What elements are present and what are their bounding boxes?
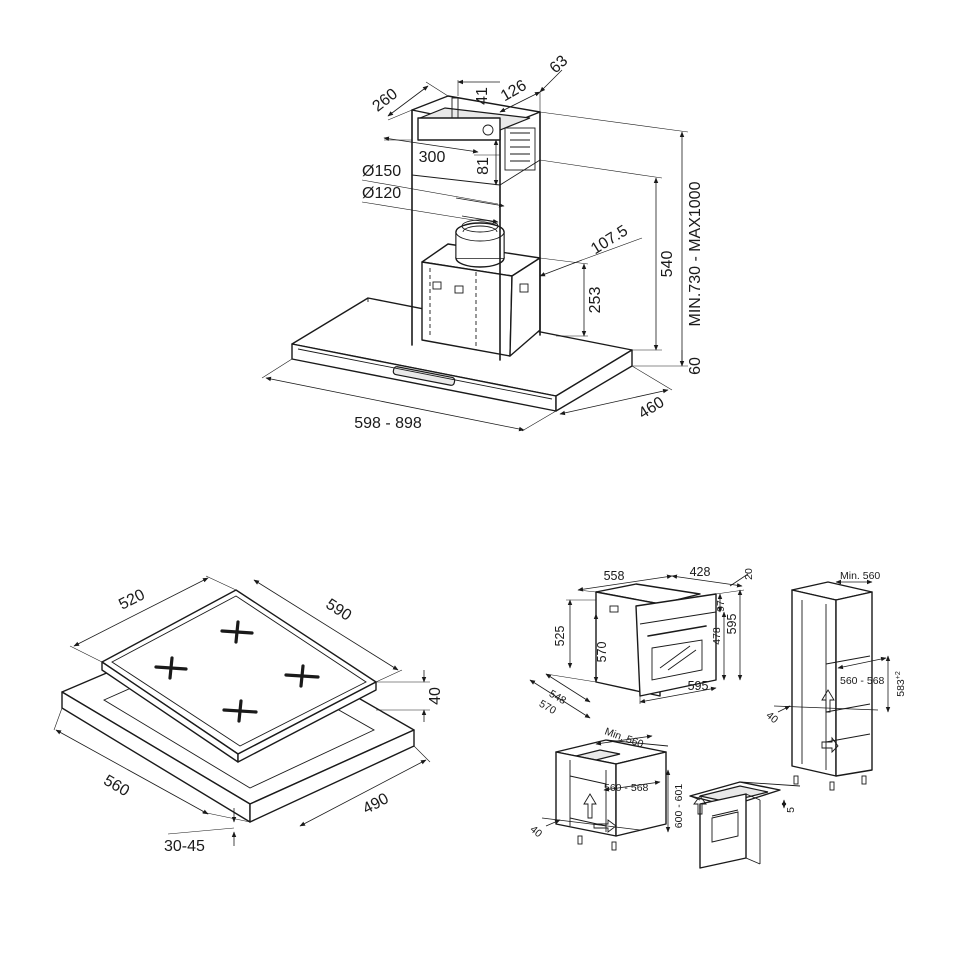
hood-motor-housing <box>421 219 541 357</box>
dim-126: 126 <box>498 77 530 105</box>
dim-40: 40 <box>427 687 444 705</box>
oven-front <box>635 593 717 697</box>
dim-97: 97 <box>715 600 727 612</box>
dim-d150: Ø150 <box>362 163 401 180</box>
dim-107-5: 107.5 <box>588 222 631 258</box>
column-dimensions: Min. 560 560 - 568 583+2 40 <box>764 570 907 726</box>
dim-d120: Ø120 <box>362 185 401 202</box>
dim-560-568-undercounter: 560 - 568 <box>604 782 649 794</box>
dim-490: 490 <box>360 790 392 818</box>
dim-560: 560 <box>100 772 132 800</box>
dim-5: 5 <box>785 807 797 813</box>
dim-560-568-column: 560 - 568 <box>840 675 885 687</box>
dim-300: 300 <box>419 149 446 166</box>
dim-525: 525 <box>553 626 567 647</box>
dim-590: 590 <box>323 596 355 625</box>
dim-600-601: 600 - 601 <box>673 784 685 829</box>
dim-260: 260 <box>369 85 401 115</box>
dim-63: 63 <box>547 52 572 77</box>
column-airflow-arrow-side <box>821 736 839 754</box>
hob-install-dimensions: 5 <box>781 799 797 813</box>
hob-burner-left <box>154 656 188 680</box>
undercounter-cabinet-drawing: Min. 560 560 - 568 600 - 601 40 <box>528 726 685 851</box>
dim-583-column: 583+2 <box>895 671 907 697</box>
dim-520: 520 <box>116 586 148 613</box>
dim-60: 60 <box>687 357 704 375</box>
hob-burner-bottom <box>222 699 258 723</box>
oven-handle <box>647 625 707 637</box>
dim-595-h: 595 <box>688 679 709 693</box>
dim-558: 558 <box>604 569 625 583</box>
column-airflow-arrow-up <box>821 689 835 713</box>
dim-30-45: 30-45 <box>164 838 205 855</box>
dim-81: 81 <box>475 157 492 175</box>
dim-253: 253 <box>587 287 604 314</box>
dim-598-898: 598 - 898 <box>354 415 422 432</box>
dim-40-undercounter: 40 <box>528 823 545 840</box>
dim-460: 460 <box>636 394 668 423</box>
dim-478: 478 <box>711 627 723 645</box>
dim-570-v: 570 <box>595 642 609 663</box>
oven-dimensions: 558 428 20 97 478 595 525 570 548 570 59… <box>529 565 755 719</box>
dim-41: 41 <box>474 87 491 105</box>
hob-drawing: 520 590 40 560 490 30-45 <box>53 575 444 855</box>
undercounter-airflow-arrow-up <box>583 793 597 819</box>
undercounter-airflow-arrow-side <box>593 819 617 833</box>
hob-burner-top <box>220 620 254 644</box>
dim-428: 428 <box>690 565 711 579</box>
hood-chimney <box>411 95 541 361</box>
dim-20: 20 <box>743 568 755 580</box>
dim-595-v: 595 <box>725 614 739 635</box>
oven-window <box>651 639 703 681</box>
dim-540: 540 <box>659 251 676 278</box>
dim-40-column: 40 <box>764 709 781 726</box>
dim-min-560-column: Min. 560 <box>840 570 880 582</box>
oven-drawing: 558 428 20 97 478 595 525 570 548 570 59… <box>529 565 755 719</box>
hob-install-arrow <box>693 795 707 815</box>
cooker-hood-drawing: 260 41 126 63 300 81 Ø150 <box>261 52 704 432</box>
dim-min-max: MIN.730 - MAX1000 <box>687 181 704 326</box>
column-cabinet-drawing: Min. 560 560 - 568 583+2 40 <box>764 570 907 791</box>
hob-over-oven-drawing: 5 <box>689 781 801 869</box>
